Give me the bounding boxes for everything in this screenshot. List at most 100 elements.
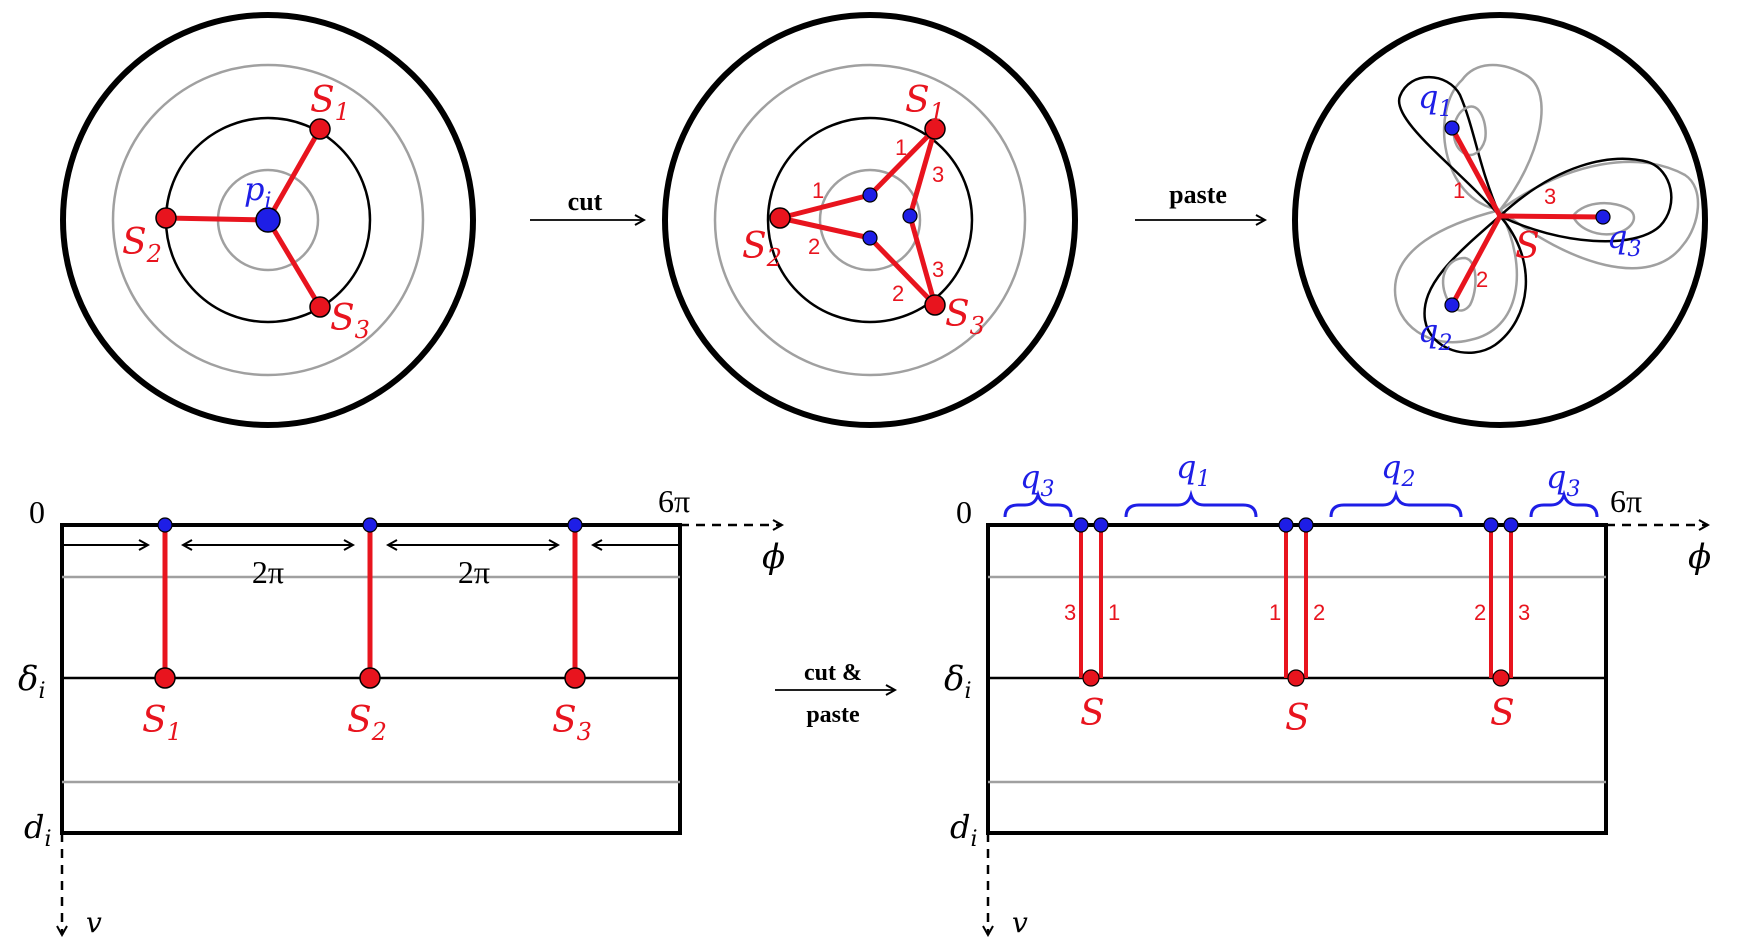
disk-3-cut-q1 (1449, 126, 1503, 218)
strip-right-brace-q3-left (1003, 489, 1073, 518)
disk-2-s1-point (924, 118, 946, 140)
disk-2-edge-label: 2 (808, 234, 820, 259)
disk-3-black-contour (1397, 75, 1673, 354)
disk-2-s3-label: S3 (945, 294, 985, 340)
disk-1-s3-label: S3 (330, 298, 370, 344)
strip-left-gap-label: 2π (458, 554, 490, 590)
disk-1-s3-point (309, 296, 331, 318)
disk-2-cut-edge (779, 215, 871, 241)
strip-right-s-label: S (1490, 693, 1515, 734)
disk-1-boundary (60, 12, 476, 428)
strip-left-s2-point (359, 667, 381, 689)
strip-left-d-label: di (24, 808, 52, 852)
cut-paste-label-line2: paste (806, 702, 860, 728)
cut-paste-label-line1: cut & (804, 660, 862, 686)
cut-arrow: cut (530, 187, 644, 220)
disk-3: 1 2 3 S q1 q2 q3 (1292, 12, 1708, 428)
disk-1-s2-point (155, 207, 177, 229)
paste-arrow-label: paste (1169, 180, 1227, 209)
strip-left-delta-label: δi (18, 659, 46, 704)
disk-2-cut-edge (868, 236, 937, 307)
disk-1-center-point (255, 207, 281, 233)
disk-2-blue-point (902, 208, 918, 224)
disk-1: pi S1 S2 S3 (60, 12, 476, 428)
strip-right-edge-label: 3 (1518, 600, 1530, 625)
disk-2-cut-edge (779, 192, 871, 221)
strip-right-edge-label: 3 (1064, 600, 1076, 625)
disk-2-gray-outer-contour (713, 63, 1027, 377)
strip-right-slit-2 (1284, 525, 1308, 682)
disk-2-cut-edge (907, 128, 938, 217)
strip-right-s-point (1082, 669, 1100, 687)
disk-3-cut-q2 (1449, 214, 1503, 307)
disk-1-s1-point (309, 118, 331, 140)
strip-left-s2-label: S2 (347, 700, 387, 746)
disk-3-q2-point (1444, 297, 1460, 313)
strip-right-edge-label: 2 (1474, 600, 1486, 625)
disk-3-q3-label: q3 (1607, 218, 1641, 262)
strip-right-brace-q2 (1329, 489, 1463, 518)
disk-3-edge-label: 1 (1453, 178, 1465, 203)
strip-left-xend-label: 6π (658, 483, 690, 519)
strip-right-s-point (1492, 669, 1510, 687)
disk-2-black-contour (766, 116, 974, 324)
disk-3-edge-label: 3 (1544, 184, 1556, 209)
disk-3-center-label: S (1515, 226, 1540, 267)
strip-left: 2π 2π 0 δi di 6π ϕ v S1 S2 S3 (18, 483, 785, 939)
strip-left-s3-point (564, 667, 586, 689)
disk-2-edge-label: 3 (932, 162, 944, 187)
disk-2-edge-label: 3 (932, 257, 944, 282)
strip-left-blue-point (567, 517, 583, 533)
disk-2-blue-point (862, 187, 878, 203)
strip-right-phi-label: ϕ (1688, 537, 1711, 577)
strip-right-brace-q1 (1124, 489, 1258, 518)
disk-3-gray-inner-contour (1571, 201, 1636, 236)
disk-3-gray-outer-contour (1393, 63, 1700, 344)
paste-arrow: paste (1135, 180, 1265, 220)
strip-right-edge-label: 1 (1108, 600, 1120, 625)
strip-right-brace-label: q1 (1176, 448, 1210, 492)
strip-right-s-label: S (1285, 698, 1310, 739)
disk-2-boundary (662, 12, 1078, 428)
disk-3-edge-label: 2 (1476, 267, 1488, 292)
strip-right-xend-label: 6π (1610, 483, 1642, 519)
disk-3-q1-point (1444, 120, 1460, 136)
disk-1-cut-s2 (165, 215, 269, 223)
strip-right-d-label: di (950, 808, 978, 852)
strip-right-brace-q3-right (1529, 489, 1599, 518)
disk-2-s1-label: S1 (905, 80, 945, 126)
strip-right-brace-label: q2 (1381, 448, 1415, 492)
disk-2-blue-point (862, 230, 878, 246)
strip-left-s1-label: S1 (142, 700, 182, 746)
disk-2-s2-point (769, 207, 791, 229)
strip-left-s1-point (154, 667, 176, 689)
strip-left-blue-point (362, 517, 378, 533)
disk-2-gray-inner-contour (818, 168, 922, 272)
strip-left-v-label: v (86, 906, 102, 939)
strip-right-edge-label: 2 (1313, 600, 1325, 625)
disk-3-q3-point (1595, 209, 1611, 225)
disk-2-s2-label: S2 (742, 226, 782, 272)
strip-right-slit-1 (1079, 525, 1103, 682)
strip-right-blue-point (1278, 517, 1294, 533)
strip-right-y0-label: 0 (956, 494, 972, 530)
strip-right: q3 q1 q2 q3 3 1 1 2 2 3 S S S 0 δi di 6π… (944, 448, 1711, 939)
cut-paste-arrow: cut & paste (775, 660, 895, 728)
strip-right-blue-point (1093, 517, 1109, 533)
disk-1-s2-label: S2 (122, 222, 162, 268)
strip-right-brace-label: q3 (1020, 458, 1054, 502)
cut-arrow-label: cut (568, 187, 603, 216)
strip-right-slit-3 (1489, 525, 1513, 682)
disk-2-cut-edge (907, 215, 938, 306)
strip-left-blue-point (157, 517, 173, 533)
disk-2: 1 1 2 2 3 3 S1 S2 S3 (662, 12, 1078, 428)
disk-1-s1-label: S1 (310, 80, 350, 126)
disk-3-boundary (1292, 12, 1708, 428)
strip-left-s3-label: S3 (552, 700, 592, 746)
strip-right-s-point (1287, 669, 1305, 687)
strip-right-edge-label: 1 (1269, 600, 1281, 625)
disk-3-cut-q3 (1499, 213, 1604, 220)
strip-right-v-label: v (1012, 906, 1028, 939)
disk-2-cut-edge (868, 127, 937, 197)
